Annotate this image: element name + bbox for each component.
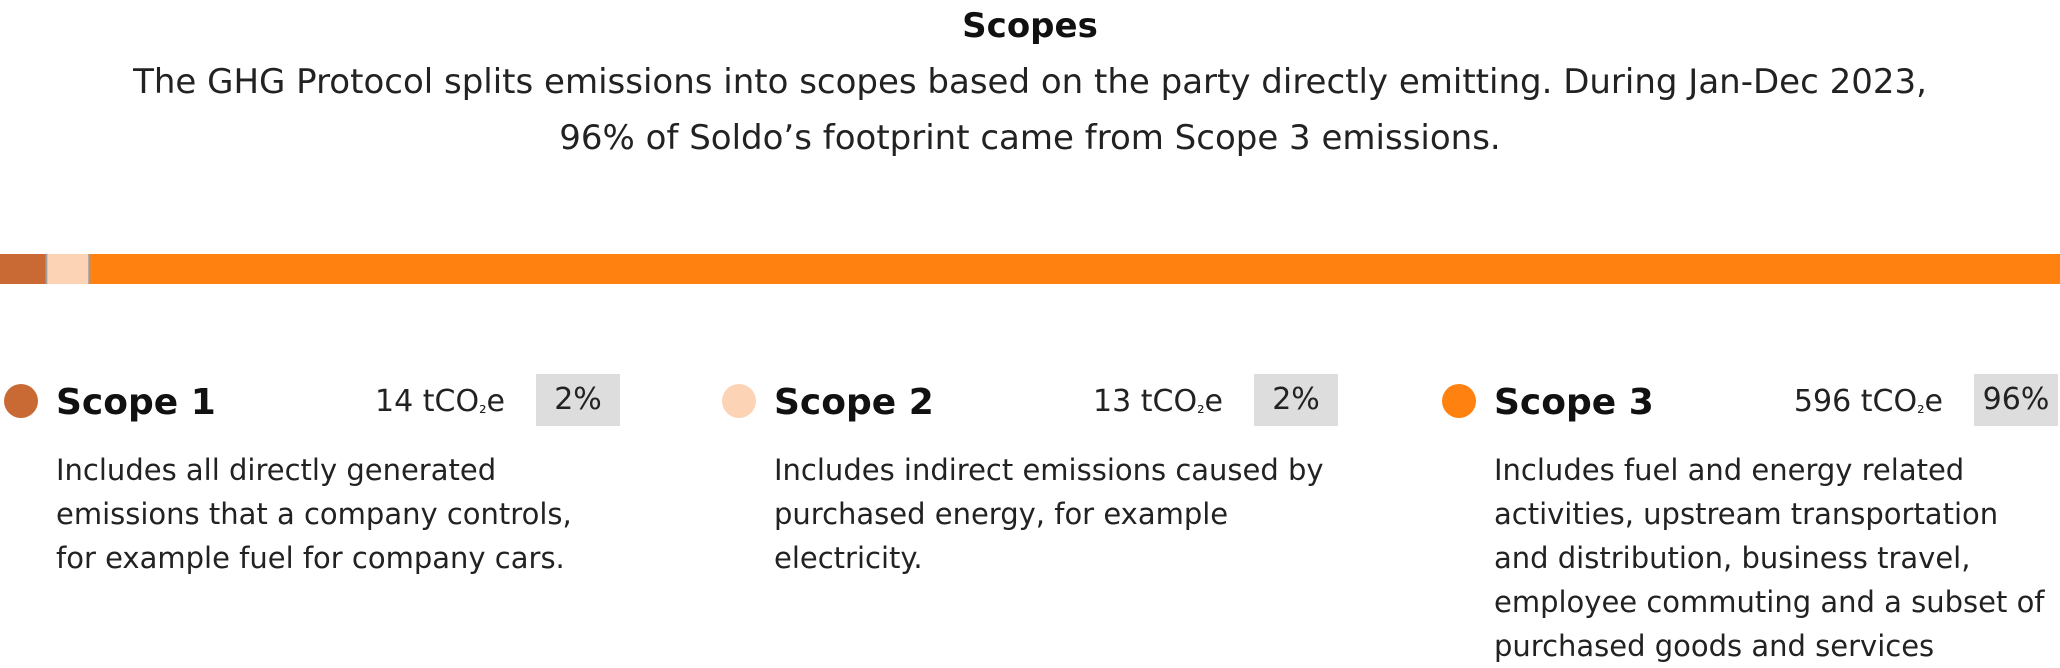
bar-segment-scope-1 — [0, 254, 47, 284]
scope-3-description: Includes fuel and energy related activit… — [1494, 453, 2045, 663]
scope-2-title: Scope 2 — [774, 382, 934, 423]
page-title: Scopes — [962, 6, 1098, 46]
scope-1-title: Scope 1 — [56, 382, 216, 423]
scope-2-unit-suffix: e — [1204, 384, 1223, 419]
scope-3-percent-badge: 96% — [1974, 374, 2058, 426]
scope-card-2: Scope 2 13 tCO₂e 2% Includes indirect em… — [718, 374, 1338, 664]
stacked-bar-chart — [0, 254, 2060, 284]
scope-3-value: 596 tCO₂e — [1794, 384, 1943, 419]
scope-2-unit-prefix: tCO — [1140, 384, 1198, 419]
scope-1-unit-sub: ₂ — [479, 396, 487, 418]
scope-1-description: Includes all directly generated emission… — [56, 453, 572, 575]
scope-2-description: Includes indirect emissions caused by pu… — [774, 453, 1324, 575]
bar-separator-2 — [88, 254, 91, 284]
scope-3-value-number: 596 — [1793, 384, 1852, 419]
scope-2-unit-sub: ₂ — [1197, 396, 1205, 418]
scope-3-unit-sub: ₂ — [1917, 396, 1925, 418]
subtitle-line-1: The GHG Protocol splits emissions into s… — [133, 62, 1927, 102]
page-subtitle: The GHG Protocol splits emissions into s… — [130, 54, 1930, 166]
scope-2-value-number: 13 — [1093, 384, 1132, 419]
bar-separator-1 — [45, 254, 48, 284]
scope-1-percent-badge: 2% — [536, 374, 620, 426]
subtitle-line-2: 96% of Soldo’s footprint came from Scope… — [559, 118, 1501, 158]
scope-3-legend-dot — [1442, 384, 1476, 418]
scope-card-1: Scope 1 14 tCO₂e 2% Includes all directl… — [0, 374, 620, 664]
scope-2-percent-badge: 2% — [1254, 374, 1338, 426]
scope-2-legend-dot — [722, 384, 756, 418]
scope-1-value: 14 tCO₂e — [375, 384, 505, 419]
bar-segment-scope-2 — [46, 254, 90, 284]
scope-2-value: 13 tCO₂e — [1093, 384, 1223, 419]
bar-segment-scope-3 — [89, 254, 2060, 284]
scope-1-legend-dot — [4, 384, 38, 418]
stacked-bar — [0, 254, 2060, 284]
scope-3-unit-prefix: tCO — [1860, 384, 1918, 419]
scope-1-unit-suffix: e — [486, 384, 505, 419]
scope-card-3: Scope 3 596 tCO₂e 96% Includes fuel and … — [1438, 374, 2058, 664]
scope-1-unit-prefix: tCO — [422, 384, 480, 419]
scope-1-value-number: 14 — [375, 384, 414, 419]
scope-3-unit-suffix: e — [1924, 384, 1943, 419]
scope-3-title: Scope 3 — [1494, 382, 1654, 423]
